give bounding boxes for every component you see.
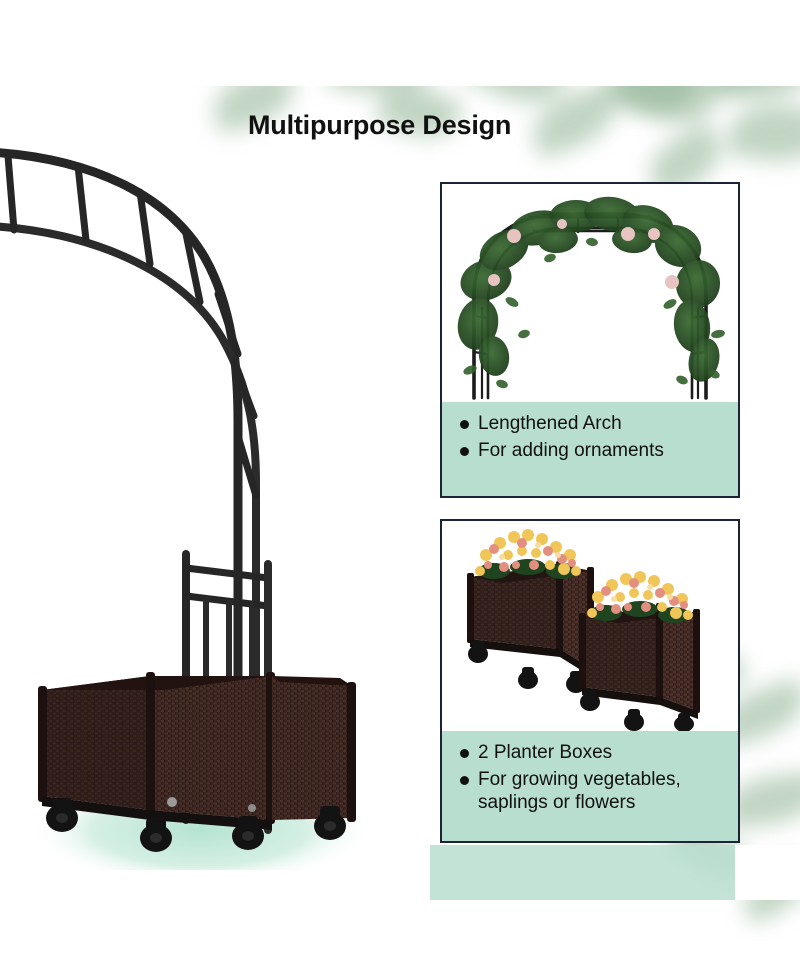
flowers-right-box bbox=[587, 571, 693, 623]
arch-with-climbing-plants-photo bbox=[442, 184, 738, 402]
panel-planter-boxes: 2 Planter Boxes For growing vegetables, … bbox=[440, 519, 740, 843]
caption-line: 2 Planter Boxes bbox=[458, 741, 738, 764]
caption-line: Lengthened Arch bbox=[458, 412, 738, 435]
planter-caption-block: 2 Planter Boxes For growing vegetables, … bbox=[442, 731, 738, 841]
flowers-left-box bbox=[475, 529, 581, 579]
hero-product-image bbox=[0, 130, 430, 870]
background-mint-band-mask bbox=[735, 845, 800, 900]
planter-box-right bbox=[272, 676, 356, 822]
caption-text: For growing vegetables, saplings or flow… bbox=[478, 769, 681, 814]
bullet-icon bbox=[460, 776, 469, 786]
bullet-icon bbox=[460, 749, 469, 758]
caster-wheels bbox=[46, 798, 346, 852]
caption-text: Lengthened Arch bbox=[478, 413, 622, 434]
bullet-icon bbox=[460, 447, 469, 457]
panel-lengthened-arch: Lengthened Arch For adding ornaments bbox=[440, 182, 740, 498]
caption-text: 2 Planter Boxes bbox=[478, 742, 613, 763]
arch-caption-block: Lengthened Arch For adding ornaments bbox=[442, 402, 738, 496]
roses bbox=[488, 219, 679, 289]
bullet-icon bbox=[460, 420, 469, 429]
caption-line: For adding ornaments bbox=[458, 439, 738, 462]
background-veil-left bbox=[0, 60, 200, 190]
planter-box-left bbox=[38, 672, 275, 830]
page-title: Multipurpose Design bbox=[248, 110, 512, 140]
caption-line: For growing vegetables, saplings or flow… bbox=[458, 768, 738, 814]
caption-text: For adding ornaments bbox=[478, 440, 664, 462]
two-planter-boxes-photo bbox=[442, 521, 738, 731]
